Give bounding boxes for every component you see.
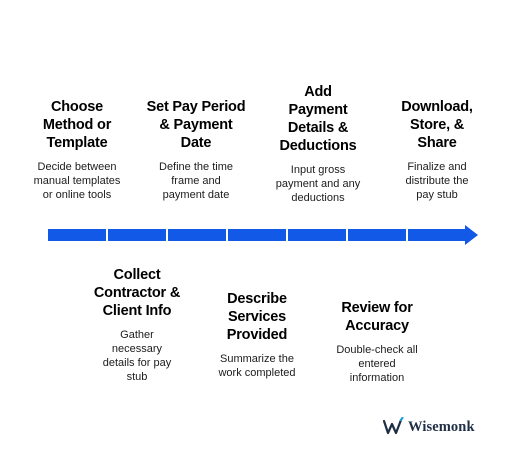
step-choose-method: Choose Method or Template Decide between… bbox=[22, 98, 132, 202]
step-add-payment-details: Add Payment Details & Deductions Input g… bbox=[258, 83, 378, 205]
step-download-store-share: Download, Store, & Share Finalize and di… bbox=[382, 98, 492, 202]
step-description: Double-check all entered information bbox=[336, 344, 418, 384]
step-title: Set Pay Period & Payment Date bbox=[146, 99, 246, 151]
wisemonk-logo: Wisemonk bbox=[382, 416, 475, 438]
step-title: Add Payment Details & Deductions bbox=[279, 84, 357, 154]
step-title: Download, Store, & Share bbox=[401, 99, 473, 151]
step-title: Review for Accuracy bbox=[341, 300, 413, 334]
step-description: Finalize and distribute the pay stub bbox=[405, 161, 469, 201]
timeline-segment bbox=[228, 229, 286, 241]
timeline-segment bbox=[408, 229, 466, 241]
wisemonk-w-icon bbox=[382, 417, 404, 435]
timeline-arrowhead bbox=[465, 225, 478, 245]
logo-text: Wisemonk bbox=[408, 418, 475, 435]
timeline-segment bbox=[108, 229, 166, 241]
step-collect-contractor-info: Collect Contractor & Client Info Gather … bbox=[82, 266, 192, 384]
timeline-segment bbox=[348, 229, 406, 241]
step-title: Describe Services Provided bbox=[226, 291, 288, 343]
step-review-accuracy: Review for Accuracy Double-check all ent… bbox=[322, 299, 432, 385]
timeline-segment bbox=[48, 229, 106, 241]
step-set-pay-period: Set Pay Period & Payment Date Define the… bbox=[134, 98, 258, 202]
step-description: Summarize the work completed bbox=[218, 353, 296, 379]
step-title: Collect Contractor & Client Info bbox=[93, 267, 181, 319]
step-title: Choose Method or Template bbox=[42, 99, 112, 151]
step-description: Input gross payment and any deductions bbox=[275, 164, 361, 204]
timeline-segment bbox=[288, 229, 346, 241]
step-describe-services: Describe Services Provided Summarize the… bbox=[202, 290, 312, 380]
step-description: Decide between manual templates or onlin… bbox=[33, 161, 121, 201]
timeline-segment bbox=[168, 229, 226, 241]
step-description: Define the time frame and payment date bbox=[159, 161, 233, 201]
step-description: Gather necessary details for pay stub bbox=[102, 329, 172, 383]
